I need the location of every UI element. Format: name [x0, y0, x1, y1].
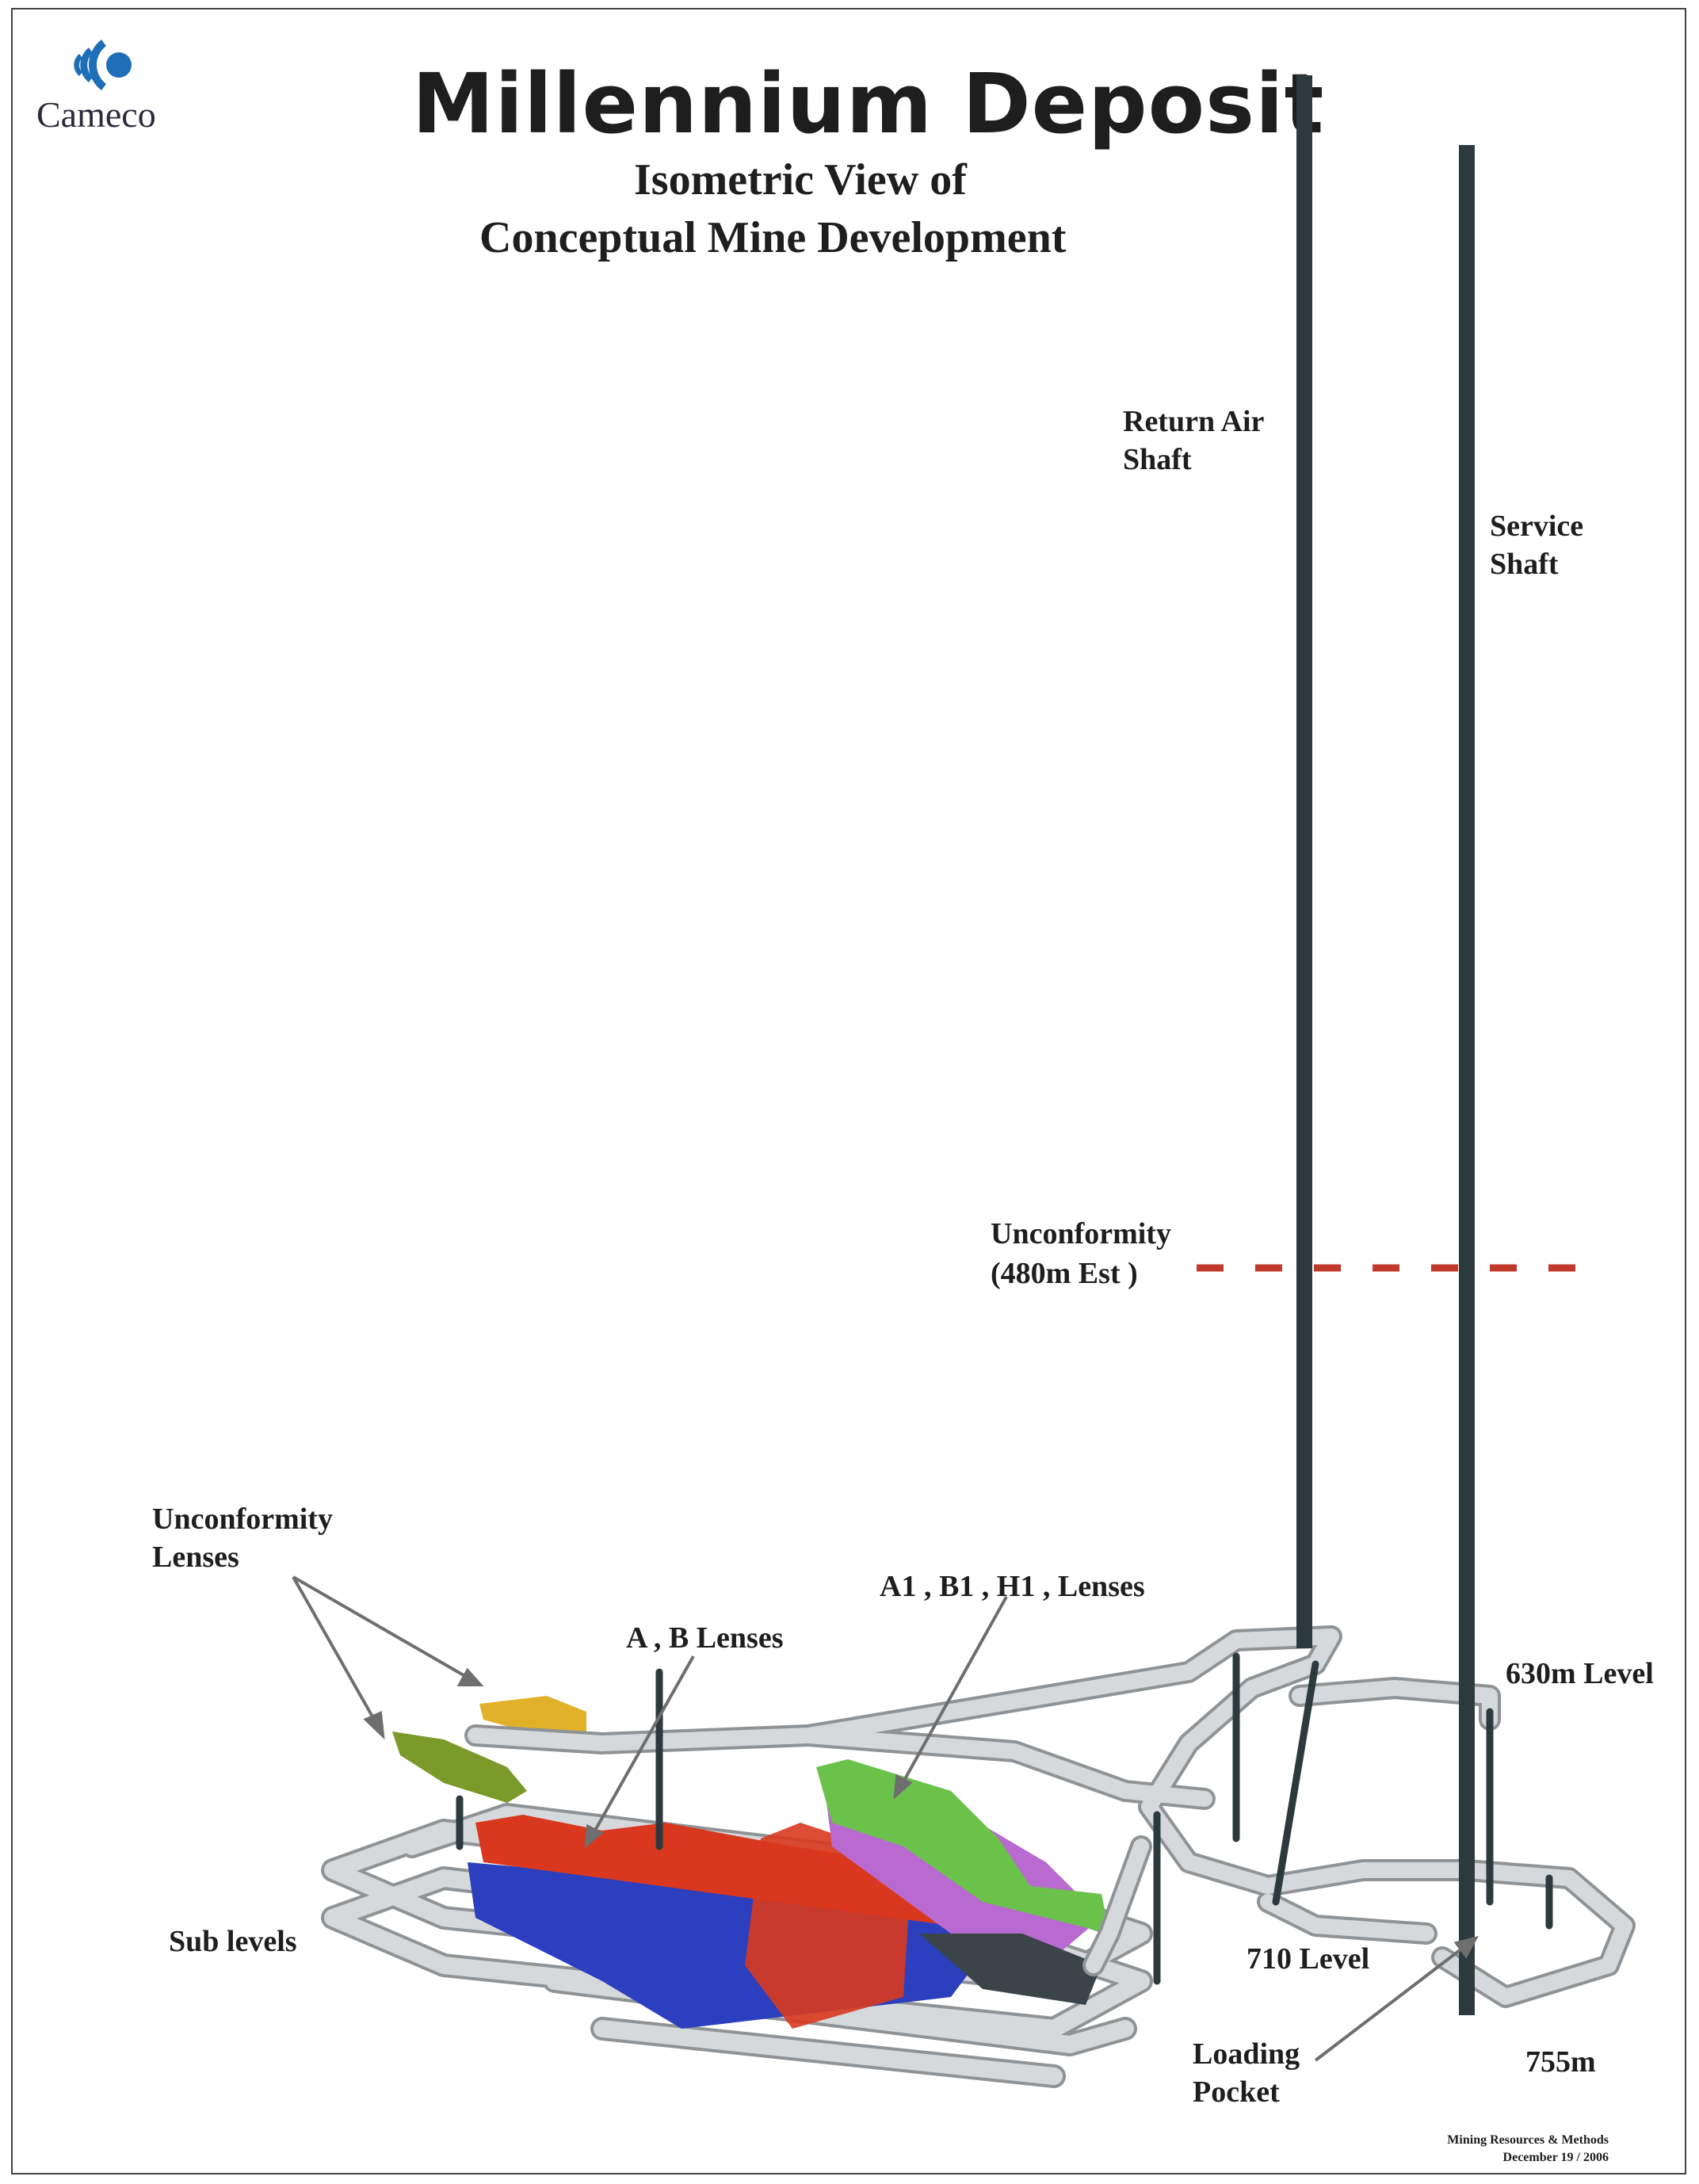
lens-green-a1-b1-h1	[816, 1759, 1109, 1934]
service-shaft-label-2: Shaft	[1490, 548, 1559, 581]
level-630-label: 630m Level	[1506, 1657, 1654, 1690]
level-710-label: 710 Level	[1247, 1942, 1370, 1976]
pointer-arrows	[292, 1575, 1479, 2062]
subtitle-line-2: Conceptual Mine Development	[479, 213, 1067, 262]
loading-pocket-label-1: Loading	[1193, 2037, 1300, 2071]
unconformity-lenses-label-1: Unconformity	[152, 1502, 333, 1536]
lens-yellow	[479, 1696, 586, 1735]
level-755-label: 755m	[1525, 2045, 1596, 2079]
lens-olive	[392, 1732, 527, 1803]
logo-text: Cameco	[36, 94, 156, 135]
unconformity-lenses-label-2: Lenses	[152, 1541, 239, 1574]
return-air-shaft-icon	[1296, 75, 1312, 1648]
return-air-shaft-label-1: Return Air	[1123, 405, 1265, 438]
return-air-shaft-label-2: Shaft	[1123, 443, 1192, 476]
service-shaft-icon	[1459, 145, 1475, 2015]
subtitle-line-1: Isometric View of	[634, 155, 967, 204]
level-630-tunnels	[456, 1625, 1636, 2008]
footer-date: December 19 / 2006	[1502, 2151, 1609, 2164]
lens-dark	[919, 1934, 1101, 2005]
service-shaft-label-1: Service	[1490, 510, 1584, 543]
lens-red-right	[745, 1823, 911, 2029]
a-b-lenses-label: A , B Lenses	[626, 1621, 784, 1655]
footer-credit: Mining Resources & Methods	[1447, 2133, 1609, 2147]
shafts	[1296, 75, 1475, 2015]
a1-b1-h1-lenses-label: A1 , B1 , H1 , Lenses	[880, 1570, 1145, 1603]
loading-pocket-label-2: Pocket	[1193, 2075, 1280, 2109]
unconformity-label-1: Unconformity	[991, 1217, 1171, 1250]
cameco-logo-icon	[74, 40, 132, 90]
unconformity-label-2: (480m Est )	[991, 1257, 1138, 1290]
sub-levels-label: Sub levels	[169, 1925, 297, 1958]
ore-lenses	[392, 1696, 1109, 2029]
page-title: Millennium Deposit	[412, 55, 1325, 152]
